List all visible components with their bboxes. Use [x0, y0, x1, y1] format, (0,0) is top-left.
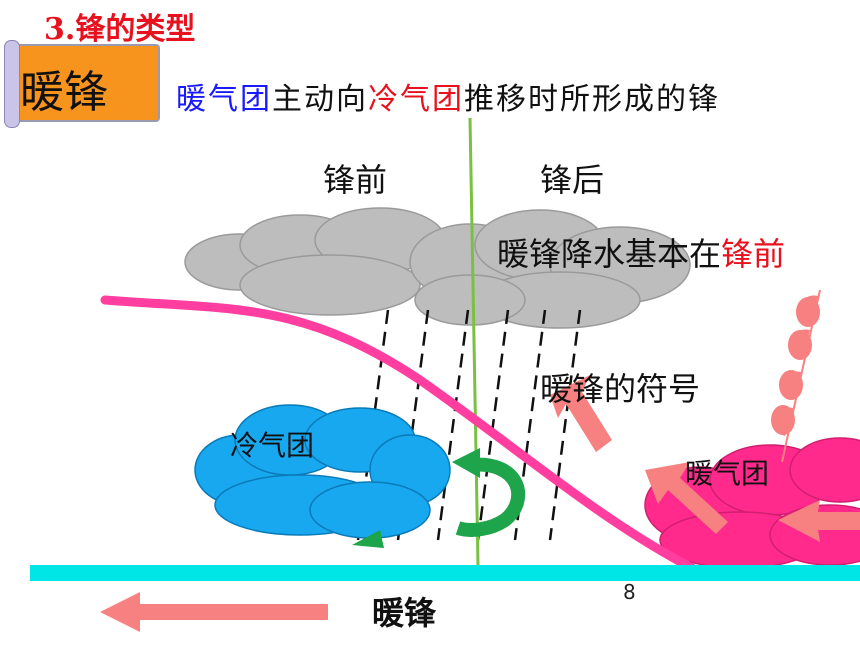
- definition-cold-air: 冷气团: [368, 82, 464, 117]
- front-after-label: 锋后: [540, 161, 605, 199]
- definition-text: 暖气团主动向冷气团推移时所形成的锋: [176, 74, 720, 118]
- precipitation-note: 暖锋降水基本在锋前: [497, 229, 785, 275]
- term-scroll-box: [4, 40, 160, 128]
- warm-air-mass-label: 暖气团: [685, 457, 770, 490]
- section-title: 3.锋的类型: [44, 12, 196, 47]
- precip-note-highlight: 锋前: [721, 235, 786, 273]
- precip-note-main: 暖锋降水基本在: [497, 235, 722, 273]
- cold-air-mass-label: 冷气团: [230, 429, 315, 462]
- swirl-arrow-icon: [352, 448, 526, 548]
- cold-cloud-icon: [194, 404, 451, 539]
- page-number: 8: [623, 580, 636, 604]
- front-name-label: 暖锋: [372, 594, 437, 632]
- warm-front-symbol-icon: [771, 289, 821, 463]
- front-symbol-label: 暖锋的符号: [540, 370, 701, 408]
- ground-bar: [30, 565, 860, 581]
- definition-verb: 主动向: [272, 82, 368, 117]
- definition-warm-air: 暖气团: [176, 82, 272, 117]
- front-before-label: 锋前: [323, 161, 388, 199]
- front-divider-line: [468, 117, 480, 566]
- movement-arrows: [100, 375, 860, 632]
- rain-cloud-icon: [184, 207, 691, 329]
- term-label: 暖锋: [20, 67, 108, 118]
- definition-rest: 推移时所形成的锋: [464, 82, 720, 117]
- front-boundary-line: [100, 295, 697, 573]
